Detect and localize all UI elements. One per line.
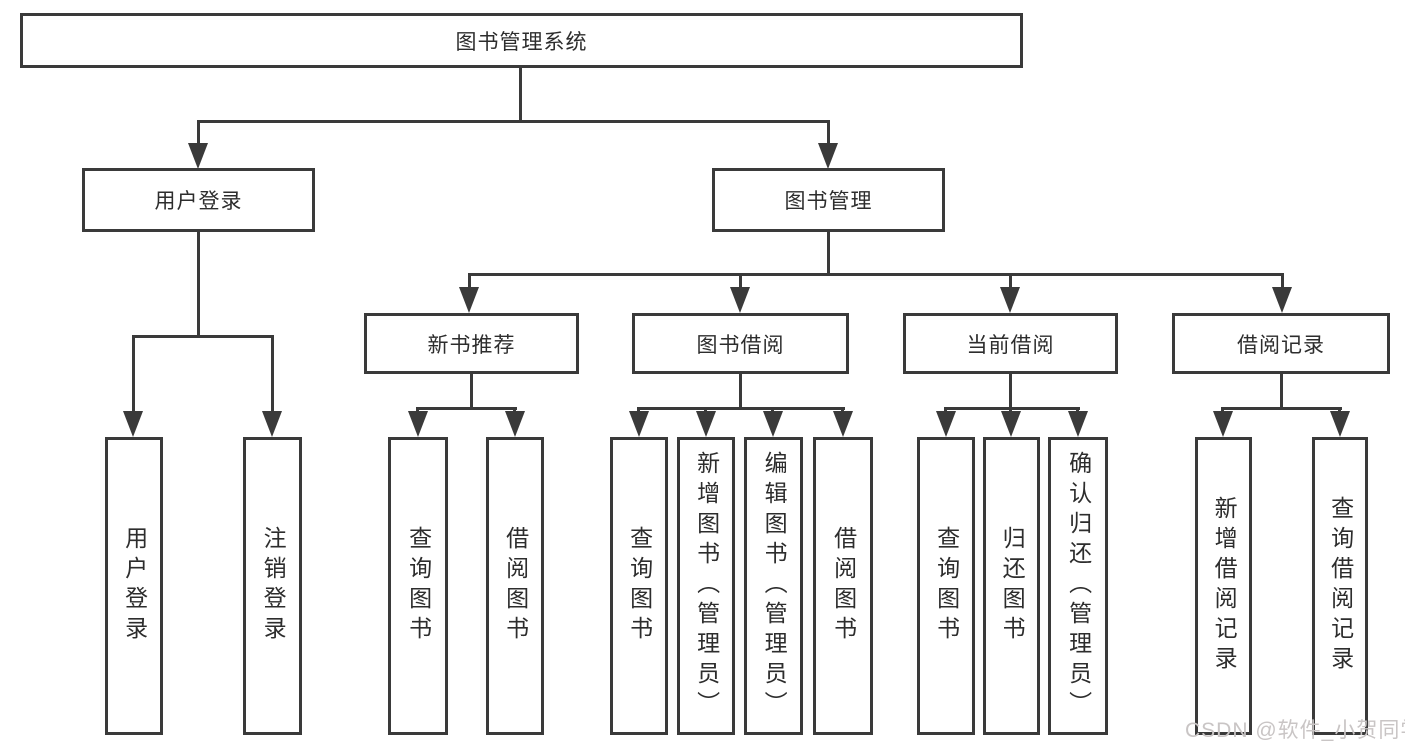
node-current-borrow: 当前借阅: [903, 313, 1118, 374]
connector-line: [197, 120, 200, 145]
arrow-down-icon: [629, 411, 649, 437]
connector-line: [416, 407, 517, 410]
leaf-confirm-return-admin: 确认归还（管理员）: [1048, 437, 1108, 735]
node-label: 图书管理系统: [455, 30, 588, 54]
leaf-query-borrow-record: 查询借阅记录: [1312, 437, 1368, 735]
node-label: 借阅记录: [1237, 333, 1325, 357]
arrow-down-icon: [459, 287, 479, 313]
arrow-down-icon: [818, 143, 838, 169]
leaf-borrow-books-recommend: 借阅图书: [486, 437, 544, 735]
arrow-down-icon: [833, 411, 853, 437]
node-label: 注销登录: [260, 526, 287, 646]
connector-line: [739, 374, 742, 407]
arrow-down-icon: [408, 411, 428, 437]
leaf-borrow-books: 借阅图书: [813, 437, 873, 735]
leaf-return-books: 归还图书: [983, 437, 1040, 735]
arrow-down-icon: [1330, 411, 1350, 437]
connector-line: [1009, 374, 1012, 407]
node-label: 查询借阅记录: [1327, 496, 1354, 676]
connector-line: [468, 273, 471, 288]
node-borrow-records: 借阅记录: [1172, 313, 1390, 374]
leaf-add-books-admin: 新增图书（管理员）: [677, 437, 735, 735]
arrow-down-icon: [1068, 411, 1088, 437]
connector-line: [132, 335, 274, 338]
node-user-login: 用户登录: [82, 168, 315, 232]
node-label: 借阅图书: [830, 526, 857, 646]
node-label: 用户登录: [121, 526, 148, 646]
leaf-add-borrow-record: 新增借阅记录: [1195, 437, 1252, 735]
leaf-query-books-recommend: 查询图书: [388, 437, 448, 735]
connector-line: [827, 232, 830, 273]
arrow-down-icon: [1272, 287, 1292, 313]
connector-line: [197, 120, 830, 123]
node-label: 用户登录: [154, 190, 243, 213]
connector-line: [944, 407, 1080, 410]
connector-line: [827, 120, 830, 145]
arrow-down-icon: [696, 411, 716, 437]
connector-line: [1221, 407, 1342, 410]
node-label: 查询图书: [405, 526, 432, 646]
connector-line: [132, 335, 135, 412]
arrow-down-icon: [262, 411, 282, 437]
arrow-down-icon: [1213, 411, 1233, 437]
leaf-user-login: 用户登录: [105, 437, 163, 735]
connector-line: [271, 335, 274, 412]
arrow-down-icon: [730, 287, 750, 313]
arrow-down-icon: [763, 411, 783, 437]
connector-line: [197, 232, 200, 335]
node-label: 确认归还（管理员）: [1065, 451, 1092, 721]
connector-line: [637, 407, 845, 410]
arrow-down-icon: [188, 143, 208, 169]
connector-line: [519, 68, 522, 120]
leaf-query-books-borrow: 查询图书: [610, 437, 668, 735]
node-label: 新增借阅记录: [1211, 496, 1238, 676]
connector-line: [1009, 273, 1012, 288]
node-label: 图书借阅: [696, 333, 785, 357]
arrow-down-icon: [505, 411, 525, 437]
node-book-borrow: 图书借阅: [632, 313, 849, 374]
leaf-edit-books-admin: 编辑图书（管理员）: [744, 437, 803, 735]
node-label: 查询图书: [626, 526, 653, 646]
node-root: 图书管理系统: [20, 13, 1023, 68]
arrow-down-icon: [123, 411, 143, 437]
node-label: 编辑图书（管理员）: [761, 451, 788, 721]
connector-line: [1281, 273, 1284, 288]
arrow-down-icon: [1000, 287, 1020, 313]
connector-line: [468, 273, 1284, 276]
connector-line: [470, 374, 473, 407]
arrow-down-icon: [936, 411, 956, 437]
leaf-logout: 注销登录: [243, 437, 302, 735]
node-label: 新书推荐: [427, 333, 516, 357]
node-label: 图书管理: [784, 190, 873, 213]
node-new-book-recommend: 新书推荐: [364, 313, 579, 374]
node-label: 归还图书: [999, 526, 1026, 646]
node-book-management: 图书管理: [712, 168, 945, 232]
node-label: 查询图书: [933, 526, 960, 646]
connector-line: [739, 273, 742, 288]
watermark: CSDN @软件_小贺同学: [1185, 719, 1405, 742]
leaf-query-books-current: 查询图书: [917, 437, 975, 735]
node-label: 当前借阅: [966, 333, 1055, 357]
connector-line: [1280, 374, 1283, 407]
node-label: 新增图书（管理员）: [693, 451, 720, 721]
node-label: 借阅图书: [502, 526, 529, 646]
arrow-down-icon: [1001, 411, 1021, 437]
